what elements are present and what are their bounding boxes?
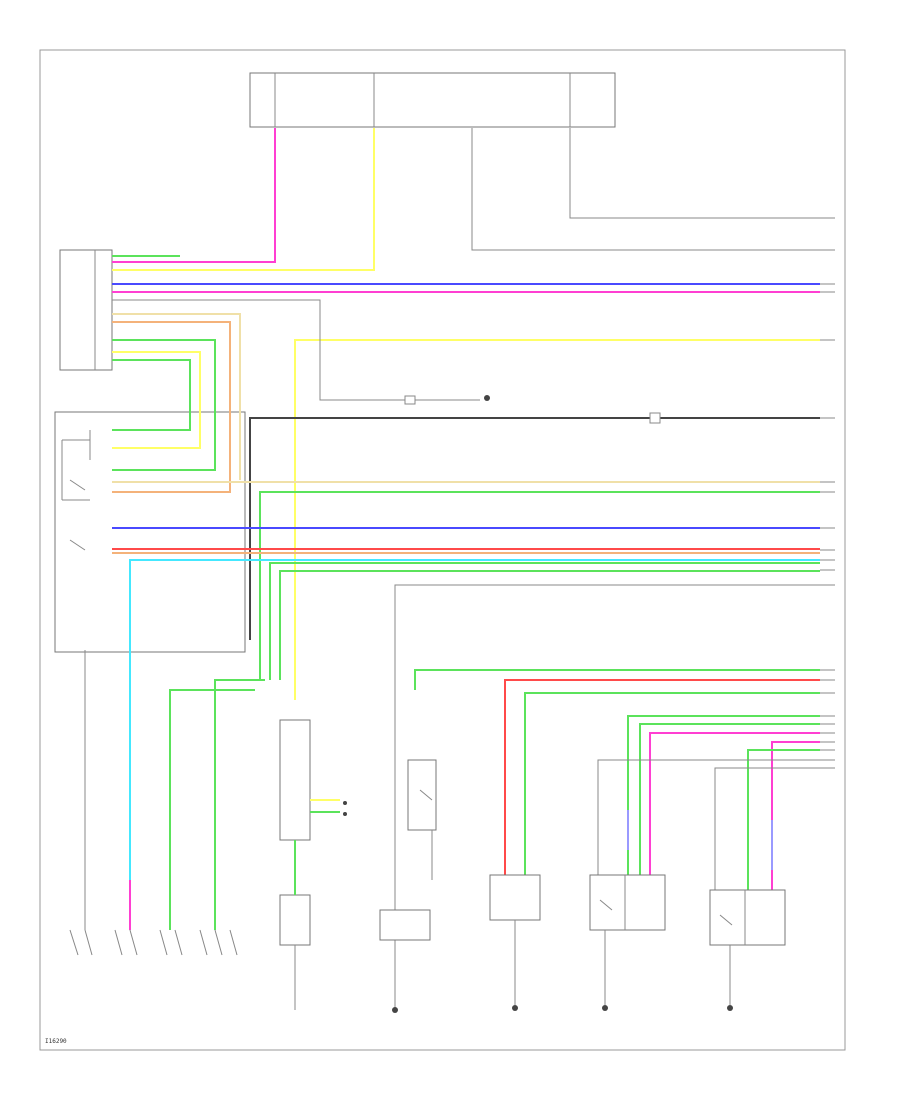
wire-green-drop-2 — [169, 689, 255, 930]
figure-code: I16290 — [45, 1038, 67, 1045]
wire-green-bottom-d — [639, 723, 820, 880]
wire-green-drop-3 — [214, 679, 265, 930]
wire-green-long — [259, 491, 820, 680]
inline-connectors — [404, 395, 661, 424]
wire-red-bottom — [504, 679, 820, 880]
wire-tan-a — [112, 313, 241, 480]
diagram-frame — [39, 49, 846, 1051]
wire-green-bottom-a — [414, 669, 820, 690]
wire-pink-bottom-2 — [771, 741, 820, 890]
wire-green-bottom-b — [524, 692, 820, 880]
wire-yellow-a — [112, 351, 201, 449]
wire-green-bottom-c — [627, 715, 820, 880]
wire-green-b — [112, 359, 191, 431]
wire-green-a — [112, 339, 216, 471]
right-edge-terminals — [820, 217, 835, 769]
wire-yellow-long — [294, 339, 820, 700]
wire-gray-middle — [112, 299, 480, 401]
left-switch-module — [54, 411, 246, 653]
bottom-components — [69, 719, 786, 1013]
door-switch-group — [69, 929, 238, 956]
wire-green-bottom-e — [747, 749, 820, 890]
wire-gray-lower — [394, 584, 820, 1010]
wire-pink-bottom — [649, 732, 820, 880]
wire-gray-top-2 — [569, 128, 820, 219]
wire-orange-a — [112, 321, 231, 493]
wire-gray-top — [471, 128, 820, 251]
left-connector-block — [59, 249, 113, 371]
wire-yellow-top — [112, 128, 375, 271]
wire-gray-bottom-2 — [714, 767, 820, 890]
wire-black-middle — [249, 417, 820, 640]
wire-gray-bottom — [597, 759, 820, 880]
top-fuse-box — [249, 72, 616, 128]
wire-bus — [84, 128, 820, 1010]
wire-pink-top — [112, 128, 276, 263]
wire-green-lower-2 — [279, 570, 820, 680]
wire-green-lower — [269, 562, 820, 680]
wire-cyan-lower — [129, 559, 820, 930]
